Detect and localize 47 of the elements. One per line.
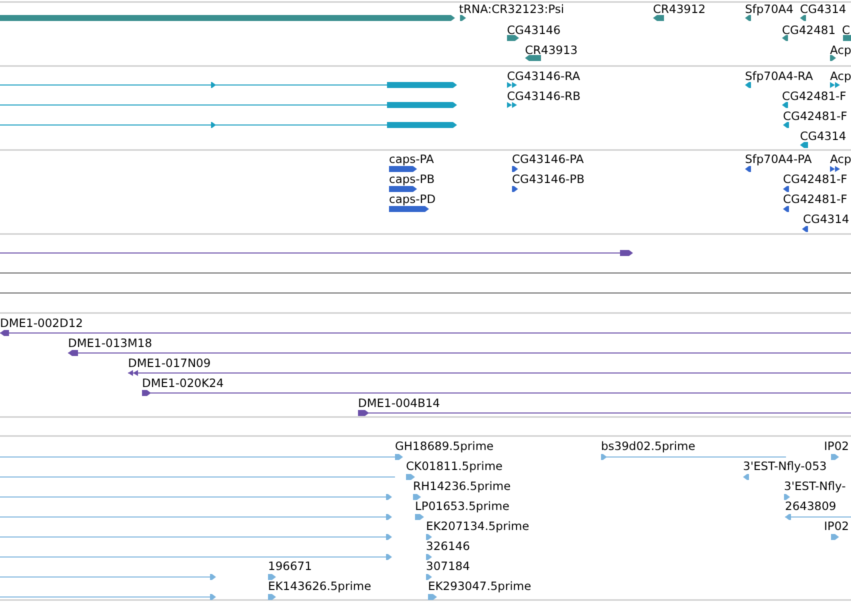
feature-label: CG42481-F: [782, 90, 846, 103]
feature-label: CG42481: [782, 24, 836, 37]
feature-label: CR43912: [653, 3, 706, 16]
feature-label: DME1-013M18: [68, 337, 152, 350]
feature-label: 307184: [426, 560, 470, 573]
feature-label: IP02: [824, 520, 849, 533]
feature-label: 3'EST-Nfly-053: [743, 460, 827, 473]
feature-label: RH14236.5prime: [413, 480, 511, 493]
feature-label: CG4314: [800, 130, 846, 143]
feature-label: Acp: [830, 44, 851, 57]
feature-label: tRNA:CR32123:Psi: [459, 3, 564, 16]
feature-label: EK143626.5prime: [268, 580, 372, 593]
feature-label: DME1-017N09: [128, 357, 211, 370]
feature-label: caps-PB: [389, 173, 435, 186]
feature-label: 326146: [426, 540, 470, 553]
feature-label: 2643809: [785, 500, 836, 513]
feature-label: IP02: [824, 440, 849, 453]
feature-label: CG43146-PA: [512, 153, 584, 166]
feature-label: CG4314: [803, 213, 850, 226]
feature-label: CG42481-F: [783, 193, 848, 206]
feature-label: Acp: [830, 153, 851, 166]
feature-label: GH18689.5prime: [395, 440, 494, 453]
feature-label: Sfp70A4-PA: [745, 153, 812, 166]
feature-label: Sfp70A4-RA: [745, 70, 814, 83]
feature-label: Sfp70A4: [745, 3, 794, 16]
feature-label: CG42481-F: [783, 110, 848, 123]
feature-label: DME1-004B14: [358, 397, 440, 410]
feature-label: CG43146: [507, 24, 561, 37]
feature-label: CG4314: [800, 3, 846, 16]
feature-label: EK293047.5prime: [428, 580, 532, 593]
feature-label: DME1-020K24: [142, 377, 224, 390]
feature-label: 3'EST-Nfly-: [784, 480, 846, 493]
feature-label: CG42481-F: [783, 173, 848, 186]
feature-label: CK01811.5prime: [406, 460, 503, 473]
feature-label: C: [842, 24, 850, 37]
feature-label: DME1-002D12: [0, 317, 83, 330]
feature-label: EK207134.5prime: [426, 520, 530, 533]
feature-label: CG43146-RA: [507, 70, 580, 83]
feature-label: CG43146-RB: [507, 90, 581, 103]
feature-label: caps-PD: [389, 193, 436, 206]
feature-label: bs39d02.5prime: [601, 440, 696, 453]
feature-label: CG43146-PB: [512, 173, 584, 186]
feature-label: LP01653.5prime: [415, 500, 510, 513]
feature-label: Acp: [830, 70, 851, 83]
feature-label: caps-PA: [389, 153, 434, 166]
feature-label: 196671: [268, 560, 312, 573]
feature-label: CR43913: [525, 44, 578, 57]
